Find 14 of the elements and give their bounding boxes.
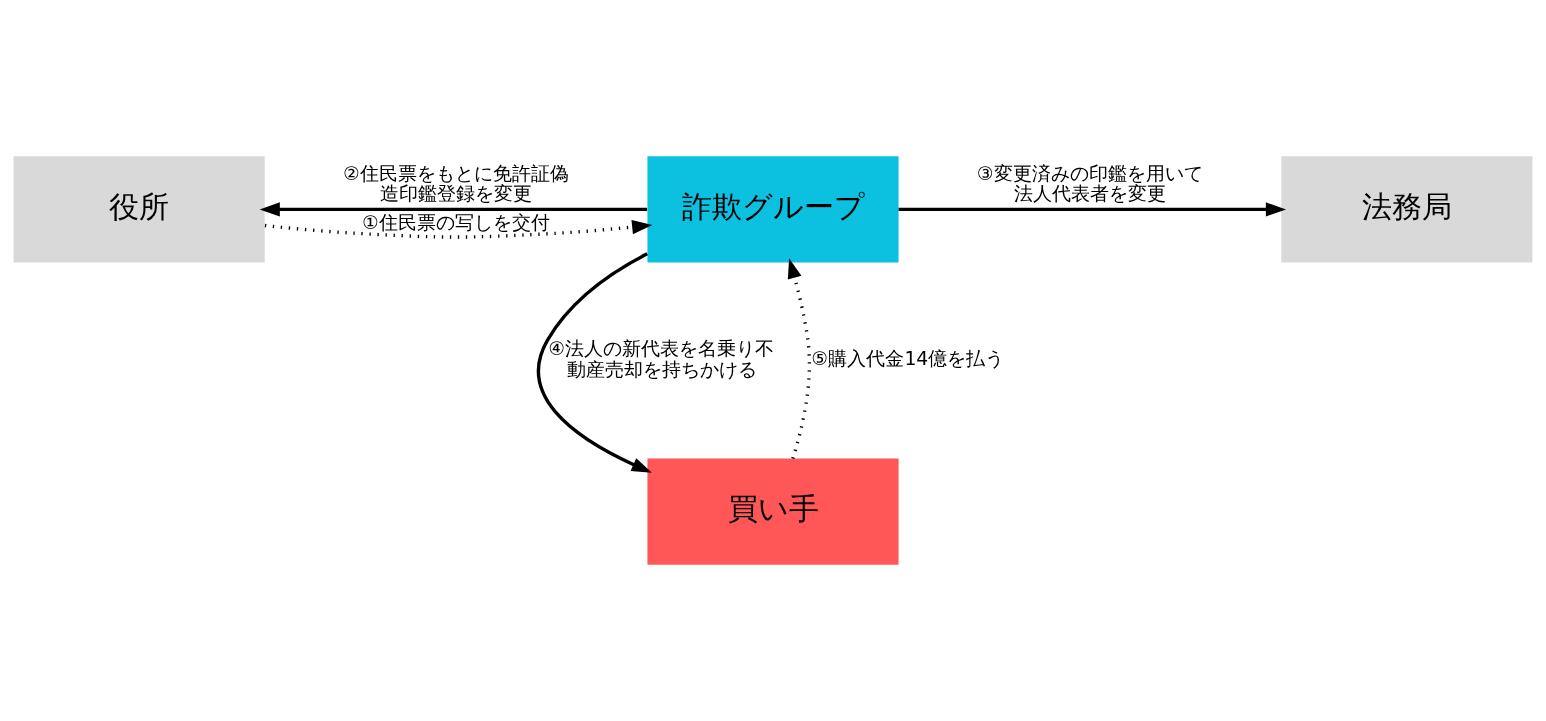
edge-label: ②住民票をもとに免許証偽造印鑑登録を変更 xyxy=(343,163,569,205)
arrow xyxy=(536,252,652,473)
arrow xyxy=(787,258,812,459)
edge-label: ③変更済みの印鑑を用いて法人代表者を変更 xyxy=(977,163,1203,205)
node-box: 詐欺グループ xyxy=(647,156,899,263)
arrow xyxy=(259,202,648,217)
edge-label: ①住民票の写しを交付 xyxy=(362,211,550,233)
arrow xyxy=(264,220,653,239)
node-box: 役所 xyxy=(13,156,265,263)
node-box: 法務局 xyxy=(1281,156,1533,263)
edge-label: ④法人の新代表を名乗り不動産売却を持ちかける xyxy=(548,338,775,380)
edge-label: ⑤購入代金14億を払う xyxy=(811,348,1005,370)
arrow xyxy=(898,202,1287,217)
node-box: 買い手 xyxy=(647,458,899,565)
